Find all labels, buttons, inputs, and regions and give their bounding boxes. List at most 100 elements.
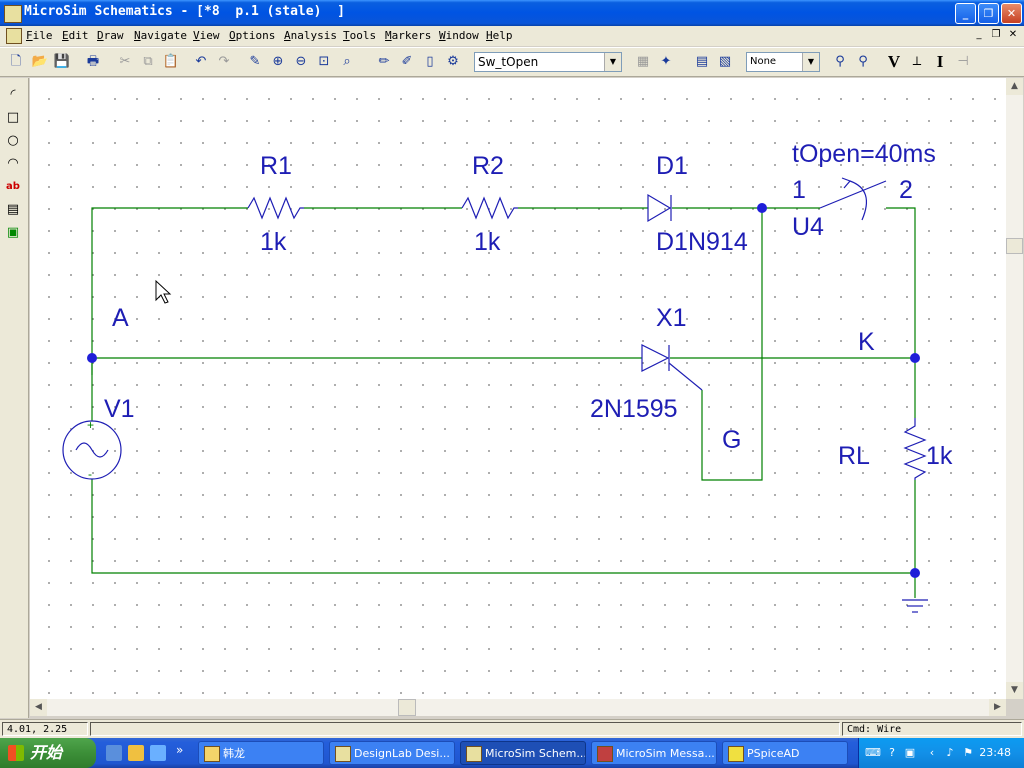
mdi-close-icon[interactable]: ✕ [1008,29,1018,40]
scroll-down-icon[interactable]: ▼ [1006,682,1023,699]
keyboard-icon[interactable]: ⌨ [865,746,881,759]
arc-tool-icon[interactable]: ◜ [10,87,16,102]
bias-display-icon[interactable]: ⊣ [957,54,969,69]
zoom-fit-icon[interactable]: ⌕ [343,54,351,69]
current-marker-button[interactable]: I [936,52,944,71]
open-icon[interactable]: 📂 [31,54,49,69]
current-marker-icon[interactable]: ⟂ [912,54,922,69]
menu-view[interactable]: View [193,29,220,42]
node-k-label[interactable]: K [858,328,875,356]
zoom-area-icon[interactable]: ⊡ [318,54,330,69]
d1-model[interactable]: D1N914 [656,228,748,256]
start-button[interactable]: 开始 [0,738,96,768]
text-tool-icon[interactable]: ab [6,181,20,192]
insert-picture-icon[interactable]: ▣ [6,225,20,240]
menu-help[interactable]: Help [486,29,513,42]
security-icon[interactable]: ⚑ [963,746,973,759]
redraw-icon[interactable]: ✎ [249,54,261,69]
quicklaunch-desktop-icon[interactable] [128,745,144,761]
box-tool-icon[interactable]: □ [6,110,20,125]
menu-options[interactable]: Options [229,29,276,42]
r1-value[interactable]: 1k [260,228,287,256]
draw-wire-icon[interactable]: ✏ [378,54,390,69]
circle-tool-icon[interactable]: ○ [7,133,19,148]
quicklaunch-app-icon[interactable] [106,745,122,761]
task-microsim-schematics[interactable]: MicroSim Schem... [460,741,586,765]
rl-value[interactable]: 1k [926,442,953,470]
vertical-scrollbar[interactable]: ▲ ▼ [1006,78,1023,699]
v1-reference[interactable]: V1 [104,395,135,423]
switch-parameter[interactable]: tOpen=40ms [792,140,936,168]
menu-navigate[interactable]: Navigate [134,29,187,42]
node-a-label[interactable]: A [112,304,129,332]
scroll-right-icon[interactable]: ▶ [989,699,1006,716]
r2-value[interactable]: 1k [474,228,501,256]
r2-reference[interactable]: R2 [472,152,504,180]
probe-setup-icon[interactable]: ⚲ [858,54,868,69]
schematic-canvas[interactable]: + - R1 1k R2 1k D1 D1N914 tOpen=40ms 1 2… [30,78,1006,699]
network-icon[interactable]: ▣ [904,746,916,759]
print-icon[interactable]: 🖶 [86,54,100,69]
r1-reference[interactable]: R1 [260,152,292,180]
gate-label[interactable]: G [722,426,742,454]
edit-symbol-icon[interactable]: ✦ [660,54,672,69]
minimize-button[interactable]: _ [955,3,976,24]
chevron-right-icon[interactable]: » [176,743,184,757]
menu-analysis[interactable]: Analysis [284,29,337,42]
undo-icon[interactable]: ↶ [195,54,207,69]
get-part-icon[interactable]: ⚙ [447,54,459,69]
horizontal-scrollbar[interactable]: ◀ ▶ [30,699,1006,716]
draw-block-icon[interactable]: ▯ [426,54,434,69]
mdi-restore-icon[interactable]: ❐ [991,29,1001,40]
maximize-button[interactable]: ❐ [978,3,999,24]
d1-reference[interactable]: D1 [656,152,688,180]
mdi-minimize-icon[interactable]: _ [976,29,982,40]
copy-icon[interactable]: ⧉ [143,54,153,69]
setup-analysis-icon[interactable]: ▤ [695,54,709,69]
resistor-r2[interactable] [461,196,518,220]
scroll-up-icon[interactable]: ▲ [1006,78,1023,95]
scr-x1[interactable] [641,344,670,372]
menu-markers[interactable]: Markers [385,29,432,42]
save-icon[interactable]: 💾 [53,54,71,69]
cut-icon[interactable]: ✂ [119,54,131,69]
paste-icon[interactable]: 📋 [162,54,180,69]
draw-bus-icon[interactable]: ✐ [401,54,413,69]
polyline-tool-icon[interactable]: ◠ [7,156,19,171]
vertical-scroll-thumb[interactable] [1006,238,1023,254]
help-icon[interactable]: ? [889,746,895,759]
task-microsim-messages[interactable]: MicroSim Messa... [591,741,717,765]
clock[interactable]: 23:48 [979,746,1011,759]
zoom-out-icon[interactable]: ⊖ [295,54,307,69]
resistor-r1[interactable] [247,196,304,220]
quicklaunch-browser-icon[interactable] [150,745,166,761]
diode-d1[interactable] [647,193,672,223]
zoom-level-combo[interactable]: None ▼ [746,52,820,72]
volume-icon[interactable]: ♪ [946,746,954,759]
chevron-left-icon[interactable]: ‹ [929,746,935,759]
app-icon[interactable] [4,5,22,23]
text-box-tool-icon[interactable]: ▤ [6,202,20,217]
new-icon[interactable]: 🗋 [10,54,22,69]
chevron-down-icon[interactable]: ▼ [802,53,819,71]
switch-reference[interactable]: U4 [792,213,824,241]
x1-model[interactable]: 2N1595 [590,395,678,423]
chevron-down-icon[interactable]: ▼ [604,53,621,71]
scroll-left-icon[interactable]: ◀ [30,699,47,716]
resistor-rl[interactable] [903,418,927,480]
horizontal-scroll-thumb[interactable] [398,699,416,716]
voltage-source-v1[interactable] [62,420,122,480]
redo-icon[interactable]: ↷ [218,54,230,69]
switch-u4[interactable] [819,180,887,209]
simulate-icon[interactable]: ▧ [718,54,732,69]
part-name-combo[interactable]: Sw_tOpen ▼ [474,52,622,72]
zoom-in-icon[interactable]: ⊕ [272,54,284,69]
title-bar[interactable]: MicroSim Schematics - [*8 p.1 (stale) ] … [0,0,1024,26]
menu-tools[interactable]: Tools [343,29,377,42]
rl-reference[interactable]: RL [838,442,870,470]
document-icon[interactable] [6,28,22,44]
close-button[interactable]: ✕ [1001,3,1022,24]
menu-draw[interactable]: Draw [97,29,124,42]
task-pspicead[interactable]: PSpiceAD [722,741,848,765]
probe-icon[interactable]: ⚲ [835,54,845,69]
